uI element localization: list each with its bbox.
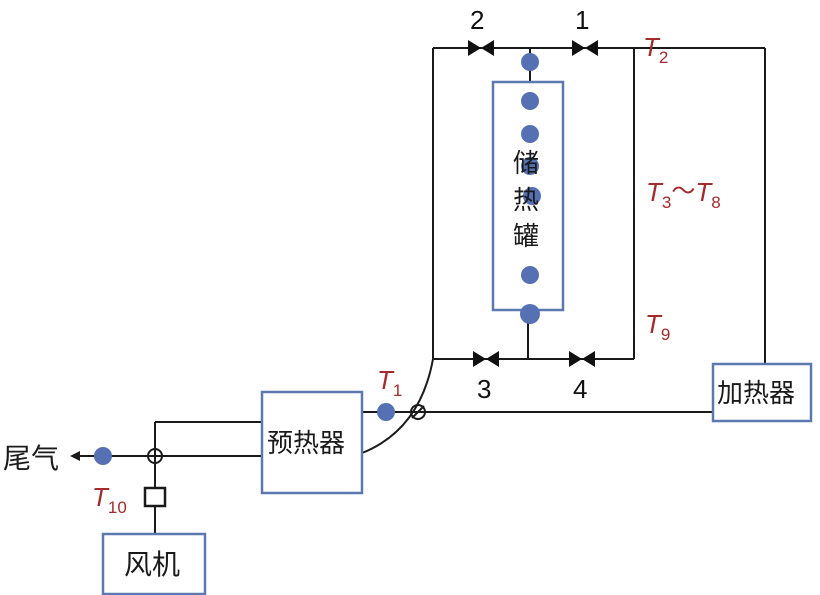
valve-2[interactable] xyxy=(468,40,494,56)
valve-1-left xyxy=(572,40,585,56)
sensor-label-t2: T2 xyxy=(643,32,668,67)
fan-label: 风机 xyxy=(124,548,180,581)
valve-4-label: 4 xyxy=(573,374,587,404)
valve-1-right xyxy=(585,40,598,56)
preheater[interactable] xyxy=(260,390,364,495)
sensor-dot-tank xyxy=(521,125,539,143)
valve-3-left xyxy=(473,351,486,367)
storage-tank-label-2: 热 xyxy=(513,186,539,216)
crossing-marker xyxy=(410,404,426,420)
damper-icon xyxy=(143,486,167,508)
sensor-dot-t2 xyxy=(521,53,539,71)
sensor-label-t1: T1 xyxy=(377,365,402,400)
valve-1[interactable] xyxy=(572,40,598,56)
valve-4[interactable] xyxy=(569,351,595,367)
heater-label: 加热器 xyxy=(717,379,795,409)
sensor-dot-tank xyxy=(521,157,539,175)
sensor-dot-tank xyxy=(523,187,541,205)
valve-3-right xyxy=(486,351,499,367)
valve-2-right xyxy=(481,40,494,56)
crossing-marker-slash xyxy=(411,405,425,419)
exhaust-arrow-icon xyxy=(70,451,80,461)
sensor-dot-tank xyxy=(521,266,539,284)
pipes xyxy=(78,47,766,534)
sensor-dot-t10 xyxy=(94,447,112,465)
sensor-dot-t9 xyxy=(520,304,540,324)
sensor-label-t9: T9 xyxy=(645,309,670,344)
valve-2-label: 2 xyxy=(470,5,484,35)
storage-tank-label-1: 储 xyxy=(513,149,539,179)
exhaust-label: 尾气 xyxy=(3,442,59,475)
valve-3[interactable] xyxy=(473,351,499,367)
fan[interactable] xyxy=(101,532,207,595)
valve-3-label: 3 xyxy=(477,374,491,404)
valve-2-left xyxy=(468,40,481,56)
sensor-dot-tank xyxy=(521,92,539,110)
storage-tank-label-3: 罐 xyxy=(513,222,539,252)
return-curve-pipe xyxy=(361,358,434,454)
sensor-label-t3-t8: T3～T8 xyxy=(646,177,721,212)
sensor-dot-t1 xyxy=(377,403,395,421)
valve-4-right xyxy=(582,351,595,367)
valve-4-left xyxy=(569,351,582,367)
heater[interactable] xyxy=(711,362,813,423)
sensor-label-t10: T10 xyxy=(92,482,127,517)
valve-1-label: 1 xyxy=(575,5,589,35)
preheater-label: 预热器 xyxy=(267,429,345,459)
